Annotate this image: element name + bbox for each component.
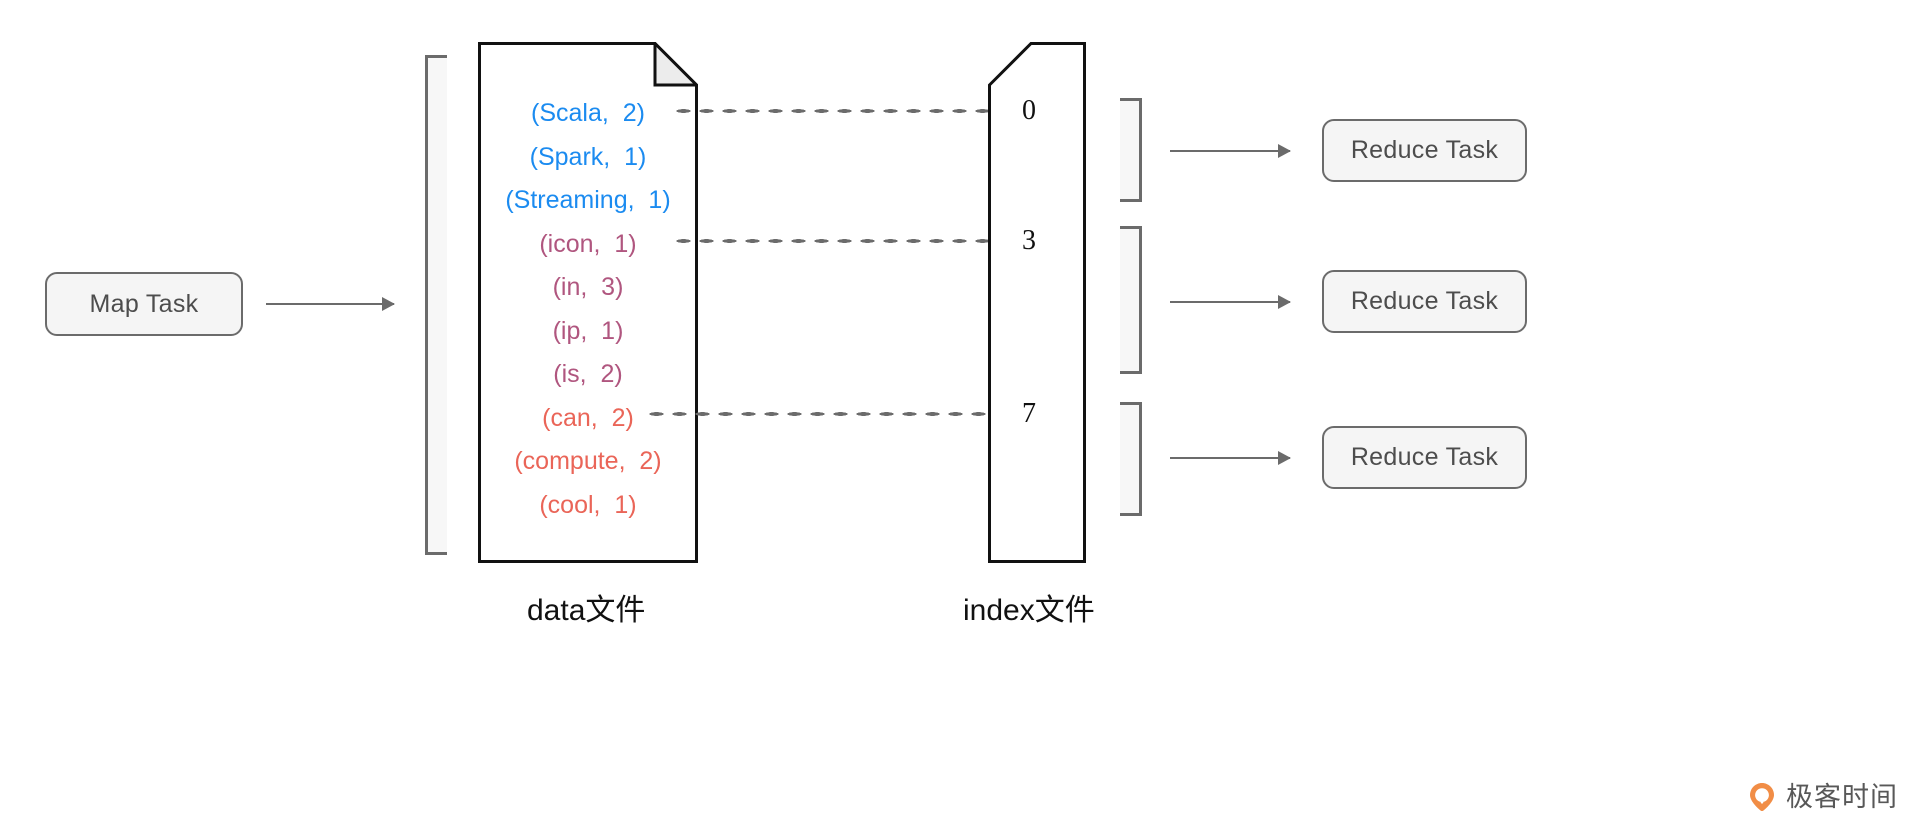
data-entry: (Scala, 2) — [531, 99, 645, 128]
index-file-shape — [988, 42, 1086, 563]
map-task-box[interactable]: Map Task — [45, 272, 243, 336]
data-entry: (ip, 1) — [552, 316, 624, 345]
map-task-label: Map Task — [89, 289, 199, 318]
data-file-entries: (Scala, 2) (Spark, 1) (Streaming, 1) (ic… — [478, 42, 698, 563]
reduce-task-box-2[interactable]: Reduce Task — [1322, 270, 1527, 333]
data-entry: (Spark, 1) — [529, 142, 647, 171]
connector-offset-3 — [672, 238, 1002, 244]
partition-bracket-1 — [1120, 226, 1142, 374]
reduce-task-box-3[interactable]: Reduce Task — [1322, 426, 1527, 489]
index-offset-value: 3 — [1022, 225, 1036, 256]
arrow-to-reduce-task-2 — [1170, 301, 1290, 303]
data-entry: (cool, 1) — [539, 490, 637, 519]
watermark-text: 极客时间 — [1786, 781, 1898, 812]
index-offset-value: 0 — [1022, 95, 1036, 126]
geektime-logo-icon — [1747, 782, 1777, 812]
data-entry: (is, 2) — [553, 360, 623, 389]
data-file-caption: data文件 — [527, 594, 646, 627]
data-entry: (Streaming, 1) — [505, 186, 671, 215]
partition-bracket-2 — [1120, 402, 1142, 516]
index-file-outline-icon — [988, 42, 1086, 563]
reduce-task-box-1[interactable]: Reduce Task — [1322, 119, 1527, 182]
data-entry: (compute, 2) — [514, 447, 662, 476]
index-file-caption: index文件 — [963, 594, 1095, 627]
arrow-map-to-buffer — [266, 303, 394, 305]
data-entry: (can, 2) — [542, 403, 634, 432]
data-entry: (icon, 1) — [539, 229, 637, 258]
data-file-outline-icon — [478, 42, 698, 563]
partition-bracket-0 — [1120, 98, 1142, 202]
reduce-task-label: Reduce Task — [1350, 136, 1499, 164]
watermark: 极客时间 — [1747, 782, 1898, 812]
reduce-task-label: Reduce Task — [1350, 443, 1499, 471]
index-offset-value: 7 — [1022, 398, 1036, 429]
map-output-bracket — [425, 55, 447, 555]
arrow-to-reduce-task-1 — [1170, 150, 1290, 152]
data-entry: (in, 3) — [552, 273, 624, 302]
reduce-task-label: Reduce Task — [1350, 287, 1499, 315]
connector-offset-7 — [645, 411, 1002, 417]
connector-offset-0 — [672, 108, 1002, 114]
arrow-to-reduce-task-3 — [1170, 457, 1290, 459]
data-file-shape: (Scala, 2) (Spark, 1) (Streaming, 1) (ic… — [478, 42, 698, 563]
